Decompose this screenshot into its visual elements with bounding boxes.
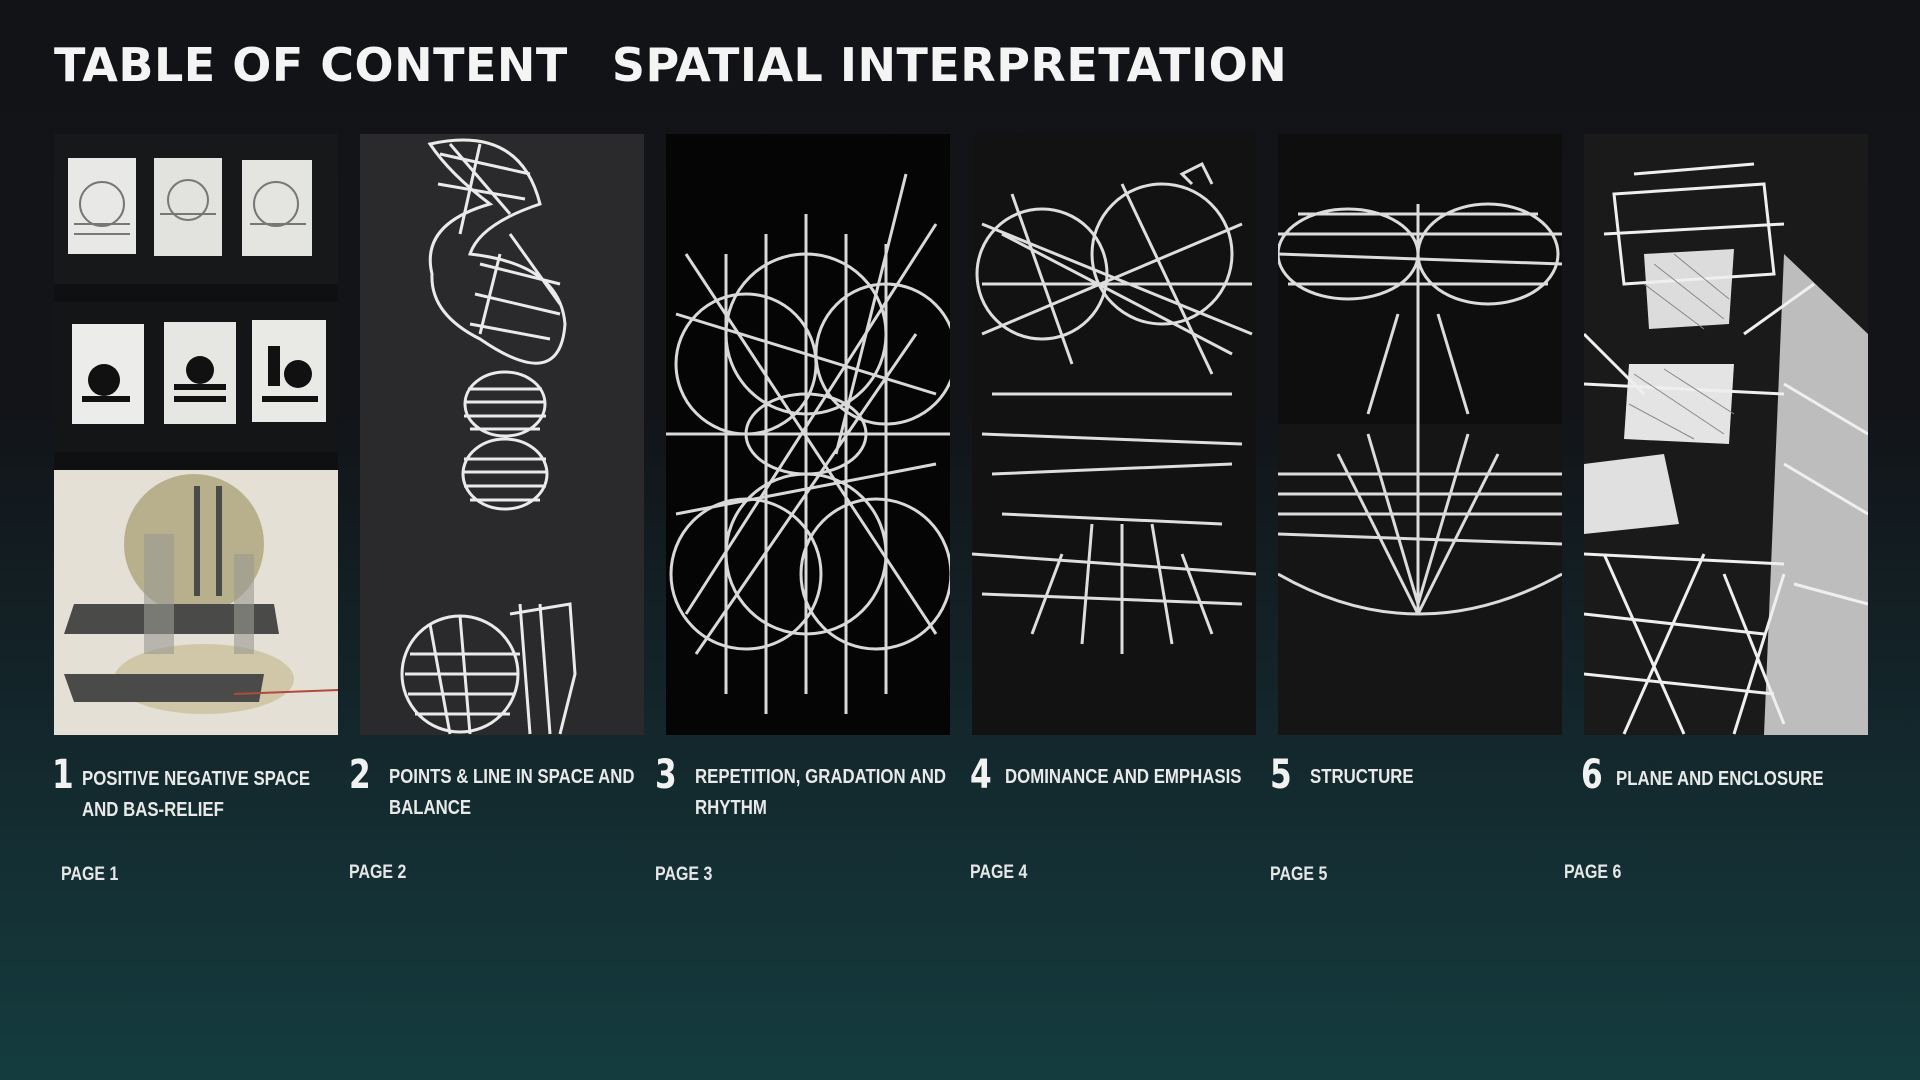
- section-caption-line1: REPETITION, GRADATION AND: [695, 766, 947, 788]
- page-link-5[interactable]: PAGE 5: [1270, 864, 1328, 885]
- page-link-2[interactable]: PAGE 2: [349, 862, 407, 883]
- section-caption: DOMINANCE AND EMPHASIS: [1005, 762, 1241, 793]
- section-number: 3: [655, 752, 677, 798]
- section-number: 2: [349, 752, 371, 798]
- section-number: 6: [1581, 752, 1603, 798]
- section-caption-line1: POINTS & LINE IN SPACE AND: [389, 766, 635, 788]
- section-caption: STRUCTURE: [1310, 762, 1414, 793]
- repetition-image: [666, 173, 950, 714]
- points-and-line-image: [400, 138, 577, 735]
- structure-image: [1278, 202, 1562, 735]
- section-caption: REPETITION, GRADATION AND RHYTHM: [695, 762, 946, 824]
- bas-relief-image: [54, 134, 338, 735]
- thumbnail-strip: [54, 134, 1868, 735]
- section-caption-line1: DOMINANCE AND EMPHASIS: [1005, 766, 1242, 788]
- page-title: TABLE OF CONTENT: [54, 38, 568, 92]
- dominance-image: [972, 161, 1256, 654]
- section-caption: POSITIVE NEGATIVE SPACE AND BAS-RELIEF: [82, 764, 310, 826]
- section-caption-line2: RHYTHM: [695, 797, 767, 819]
- page-link-4[interactable]: PAGE 4: [970, 862, 1028, 883]
- page-subtitle: SPATIAL INTERPRETATION: [611, 38, 1288, 92]
- section-number: 5: [1270, 752, 1292, 798]
- thumbnail-page-1[interactable]: [54, 134, 338, 735]
- thumbnail-page-2[interactable]: [360, 134, 644, 735]
- page-link-6[interactable]: PAGE 6: [1564, 862, 1622, 883]
- header: TABLE OF CONTENT SPATIAL INTERPRETATION: [54, 38, 1287, 92]
- section-number: 1: [52, 752, 74, 798]
- plane-enclosure-image: [1584, 162, 1868, 735]
- section-list: 1 POSITIVE NEGATIVE SPACE AND BAS-RELIEF…: [0, 752, 1920, 932]
- thumbnail-page-4[interactable]: [972, 134, 1256, 735]
- section-caption: PLANE AND ENCLOSURE: [1616, 764, 1824, 795]
- thumbnail-page-3[interactable]: [666, 134, 950, 735]
- page-link-1[interactable]: PAGE 1: [61, 864, 119, 885]
- thumbnail-page-5[interactable]: [1278, 134, 1562, 735]
- section-caption-line1: POSITIVE NEGATIVE SPACE: [82, 768, 311, 790]
- section-caption-line1: STRUCTURE: [1310, 766, 1414, 788]
- section-number: 4: [970, 752, 992, 798]
- page-link-3[interactable]: PAGE 3: [655, 864, 713, 885]
- section-caption-line1: PLANE AND ENCLOSURE: [1616, 768, 1824, 790]
- thumbnail-page-6[interactable]: [1584, 134, 1868, 735]
- section-caption-line2: BALANCE: [389, 797, 472, 819]
- section-caption: POINTS & LINE IN SPACE AND BALANCE: [389, 762, 634, 824]
- section-caption-line2: AND BAS-RELIEF: [82, 799, 224, 821]
